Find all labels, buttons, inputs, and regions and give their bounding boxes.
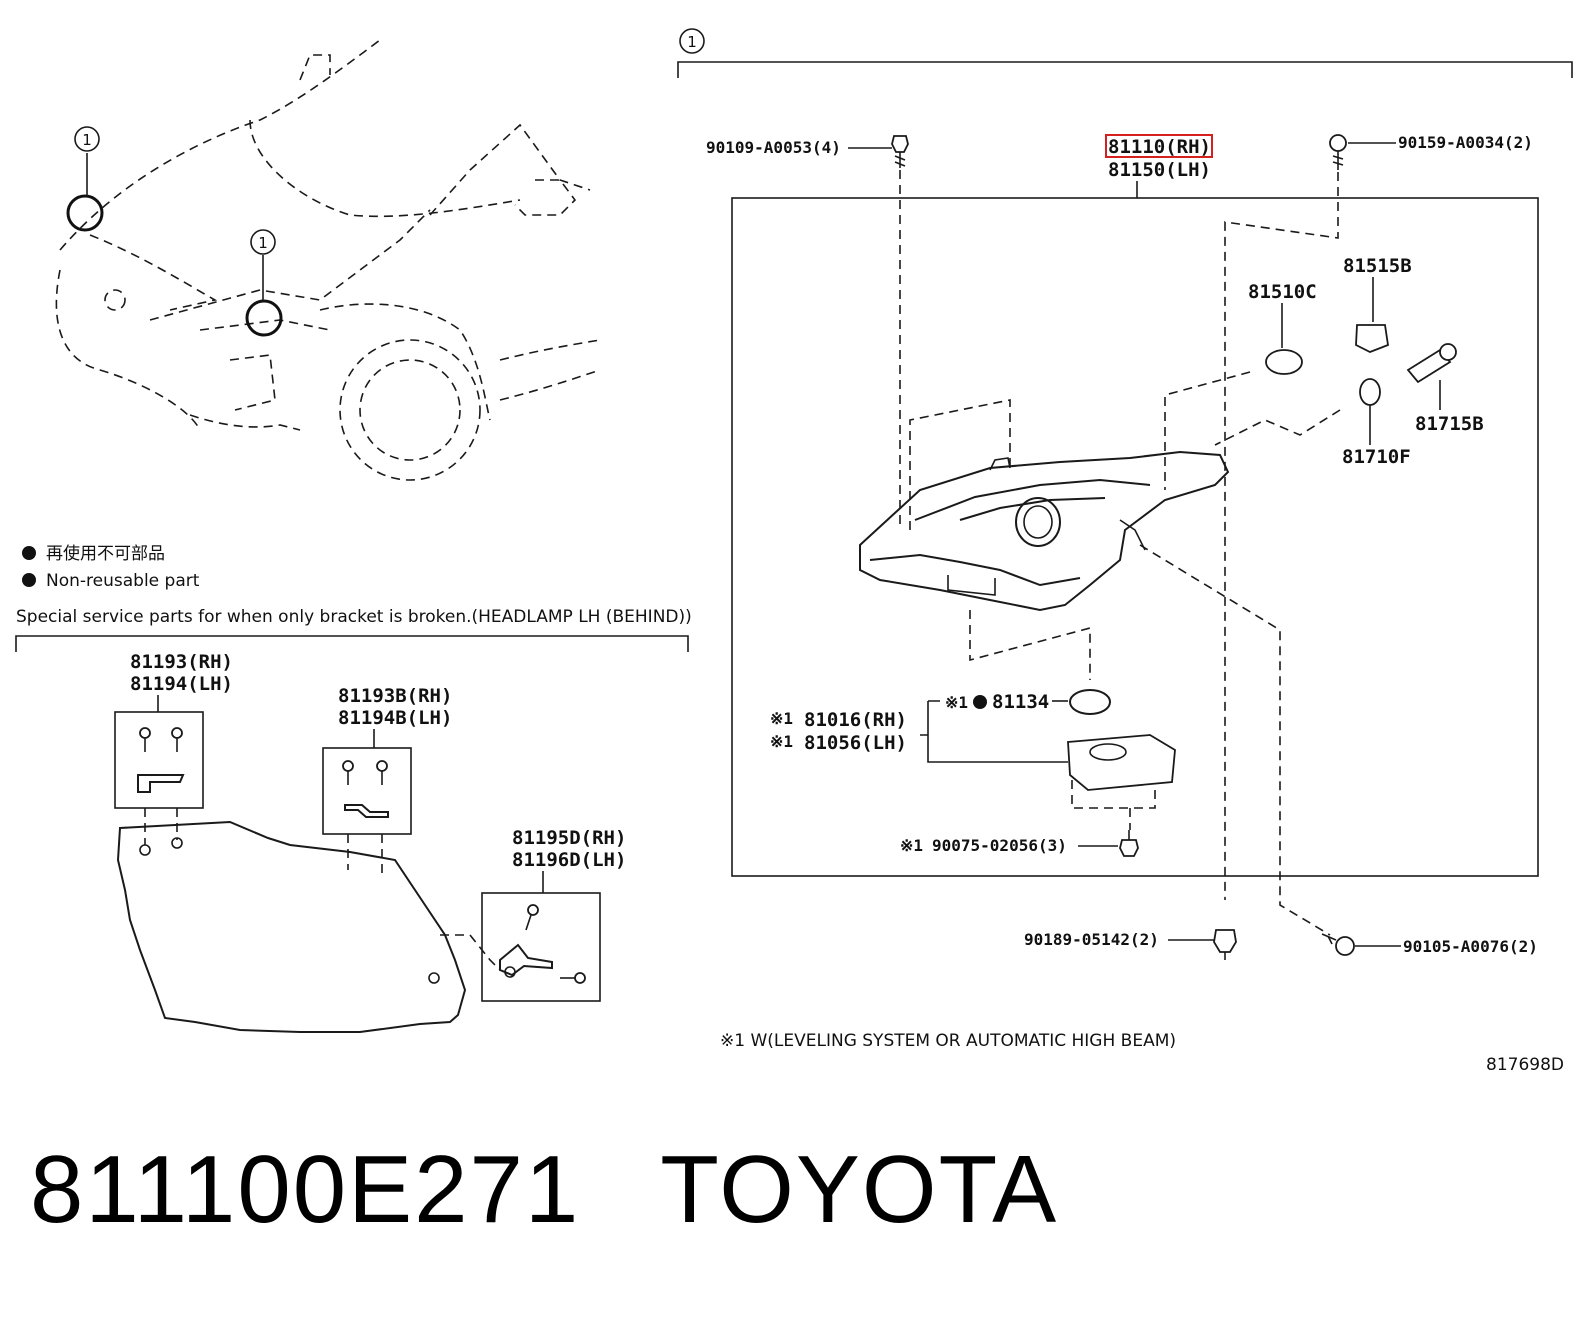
label-bracket-d-rh: 81195D(RH) <box>512 827 626 849</box>
label-note-marker: ※1 <box>770 709 793 728</box>
screw-icon <box>1321 933 1355 956</box>
bulb-icon <box>1406 348 1452 384</box>
label-screw-bottom-right: 90105-A0076(2) <box>1403 937 1538 956</box>
bolt-icon <box>891 135 909 168</box>
label-bracket-a-rh: 81193(RH) <box>130 651 233 673</box>
callout-ring-right <box>245 299 283 337</box>
diagram-id: 817698D <box>1486 1055 1564 1075</box>
label-bolt-top-left: 90109-A0053(4) <box>706 138 841 157</box>
label-ecu-lh: 81056(LH) <box>804 732 907 754</box>
headlamp-housing-outline <box>116 820 467 1033</box>
label-screw-top-right: 90159-A0034(2) <box>1398 133 1533 152</box>
label-bracket-a-lh: 81194(LH) <box>130 673 233 695</box>
bulb-icon <box>1265 349 1303 375</box>
headlamp-unit <box>859 450 1230 612</box>
label-socket-b: 81515B <box>1343 255 1412 277</box>
label-bulb-c: 81510C <box>1248 281 1317 303</box>
label-note-marker: ※1 <box>900 836 923 855</box>
callout-number: 1 <box>258 234 268 252</box>
label-bulb-b: 81715B <box>1415 413 1484 435</box>
gasket-icon <box>1069 689 1111 715</box>
car-front-sketch: 1 1 <box>55 39 601 481</box>
label-ecu-rh: 81016(RH) <box>804 709 907 731</box>
bulb-icon <box>1359 378 1381 406</box>
special-note: Special service parts for when only brac… <box>16 607 692 627</box>
bracket-b-box <box>322 747 412 835</box>
label-bulb-f: 81710F <box>1342 446 1411 468</box>
headlamp-assembly-group: 1 90109-A0053(4) 81110(RH) 81150(LH) 901… <box>677 28 1573 1075</box>
highlight-box <box>1105 134 1213 158</box>
label-part-lh: 81150(LH) <box>1108 159 1211 181</box>
group-marker: 1 <box>687 33 697 51</box>
legend: 再使用不可部品 Non-reusable part Special servic… <box>15 543 692 652</box>
bolt-icon <box>1213 929 1237 960</box>
callout-ring-left <box>66 194 104 232</box>
ecu-module-icon <box>1067 734 1176 791</box>
label-note-marker: ※1 <box>770 732 793 751</box>
screw-icon <box>139 727 183 752</box>
callout-number: 1 <box>82 131 92 149</box>
bracket-a-box <box>114 711 204 809</box>
screw-icon <box>342 760 388 785</box>
bullet-icon <box>22 546 36 560</box>
caption-brand: TOYOTA <box>660 1136 1059 1243</box>
bracket-b-icon <box>344 804 389 818</box>
label-bracket-b-rh: 81193B(RH) <box>338 685 452 707</box>
assembly-frame <box>731 197 1539 877</box>
label-note-marker: ※1 <box>945 693 968 712</box>
caption-part-number: 811100E271 <box>30 1136 581 1243</box>
label-bolt-bottom: 90189-05142(2) <box>1024 930 1159 949</box>
footnote: ※1 W(LEVELING SYSTEM OR AUTOMATIC HIGH B… <box>720 1031 1176 1051</box>
bracket-section: 81193(RH) 81194(LH) 81193B(RH) 81194B(LH… <box>114 651 626 1033</box>
label-bracket-b-lh: 81194B(LH) <box>338 707 452 729</box>
screw-icon <box>1329 134 1347 170</box>
bracket-d-box <box>481 892 601 1002</box>
caption: 811100E271 TOYOTA <box>30 1135 1138 1245</box>
label-part-rh: 81110(RH) <box>1108 136 1211 158</box>
screw-icon <box>1119 830 1139 857</box>
screw-icon <box>525 904 586 984</box>
legend-en: Non-reusable part <box>46 571 200 591</box>
legend-jp: 再使用不可部品 <box>46 543 165 564</box>
label-bracket-d-lh: 81196D(LH) <box>512 849 626 871</box>
bullet-icon <box>973 695 987 709</box>
bullet-icon <box>22 573 36 587</box>
bracket-d-icon <box>499 943 553 977</box>
socket-icon <box>1355 324 1389 353</box>
label-ecu-screw: 90075-02056(3) <box>932 836 1067 855</box>
label-gasket: 81134 <box>992 691 1049 713</box>
bracket-a-icon <box>137 774 185 793</box>
